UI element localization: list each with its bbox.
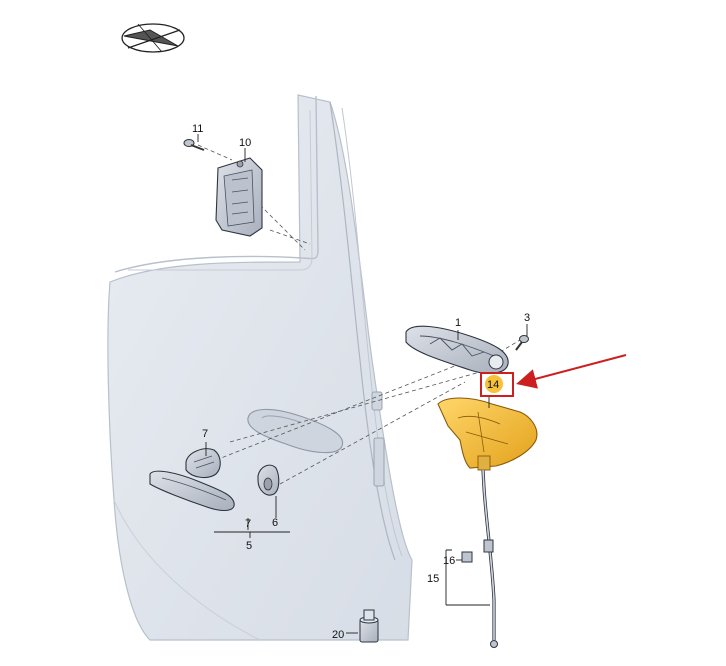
label-part-15: 15 — [427, 573, 439, 585]
part-6-cover-cap — [257, 464, 280, 496]
callout-part-14 — [480, 354, 627, 397]
compass-orientation-icon — [121, 23, 185, 53]
part-3-screw — [515, 335, 529, 351]
door-panel — [107, 94, 413, 641]
part-14-handle-support-bracket — [437, 397, 538, 471]
part-1-handle-bracket — [405, 325, 509, 374]
label-part-3: 3 — [524, 312, 530, 324]
label-part-14: 14 — [487, 379, 499, 391]
label-part-20: 20 — [332, 629, 344, 641]
label-part-7-bottom: 7 — [245, 518, 251, 530]
label-part-1: 1 — [455, 317, 461, 329]
part-7-handle-cap — [185, 448, 221, 479]
label-part-6: 6 — [272, 517, 278, 529]
part-16-cable-clip — [461, 551, 473, 563]
leader-lines — [197, 134, 528, 634]
part-11-screw — [183, 139, 205, 151]
part-20-grease-container — [359, 609, 379, 643]
part-10-lock-carrier — [215, 157, 263, 237]
label-part-7-top: 7 — [202, 428, 208, 440]
label-part-11: 11 — [192, 123, 203, 135]
assembly-lines — [197, 144, 521, 485]
label-part-16: 16 — [443, 555, 455, 567]
label-part-10: 10 — [239, 137, 251, 149]
label-part-5: 5 — [246, 540, 252, 552]
exterior-door-handle — [149, 470, 235, 512]
part-15-bowden-cable — [481, 469, 498, 648]
